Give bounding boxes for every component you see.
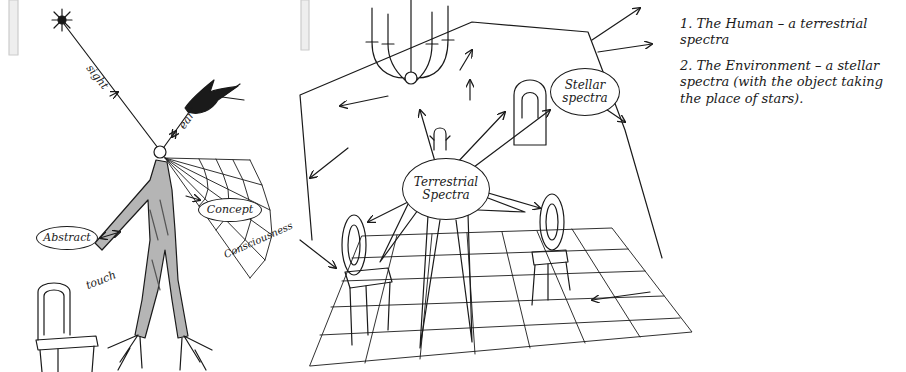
spectra-oval: Abstract: [36, 226, 98, 250]
touch-arrow: [100, 196, 200, 238]
human-figure: [420, 215, 440, 348]
floor-grid: [365, 229, 640, 363]
human-figure: [160, 200, 168, 235]
chandelier: [410, 0, 411, 72]
human-figure: [430, 136, 450, 140]
bird-symbol: [185, 80, 244, 113]
chair-symbol: [345, 268, 392, 288]
touch-arrow: [186, 196, 200, 200]
sight-line: [110, 92, 118, 96]
oval-label: Abstract: [37, 232, 96, 244]
chair-symbol: [532, 250, 568, 265]
human-figure: [150, 210, 158, 240]
web-grid: [199, 159, 208, 206]
spectra-arrow: [300, 8, 652, 300]
web-grid: [250, 160, 272, 278]
sight-line: [64, 24, 158, 148]
bird-symbol: [222, 97, 244, 100]
chair-symbol: [348, 225, 360, 265]
web-grid: [165, 158, 262, 185]
spectra-arrow: [420, 110, 436, 165]
chandelier: [372, 40, 448, 80]
web-grid: [165, 158, 272, 235]
floor-grid: [310, 228, 692, 366]
human-figure: [434, 128, 446, 150]
spectra-arrow: [455, 112, 505, 165]
chandelier: [366, 6, 454, 44]
star-symbol: [52, 9, 72, 31]
human-figure: [380, 128, 525, 348]
spectra-arrow: [300, 240, 336, 268]
chair-symbol: [40, 346, 94, 372]
chair-symbol: [38, 283, 70, 340]
chair-symbol: [532, 194, 570, 305]
tree-roots: [180, 336, 212, 370]
oval-label: Terrestrial Spectra: [403, 176, 489, 202]
web-grid: [165, 158, 272, 278]
chair-symbol: [342, 215, 366, 275]
spectra-arrow: [310, 148, 348, 178]
web-grid: [165, 158, 250, 160]
sketch-label: touch: [84, 268, 118, 293]
wall-bar: [9, 0, 18, 55]
sight-line: [64, 24, 158, 148]
spectra-arrow: [340, 96, 388, 106]
window-symbol: [514, 80, 546, 145]
chair-symbol: [44, 290, 64, 335]
chair-symbol: [532, 262, 570, 305]
spectra-arrow: [470, 110, 550, 170]
spectra-oval: Terrestrial Spectra: [402, 158, 490, 220]
note-text: 2. The Environment – a stellar spectra (…: [680, 58, 895, 107]
room-walls: [300, 22, 662, 258]
spectra-arrow: [598, 44, 652, 52]
sketch-label: Consciousness: [222, 220, 295, 262]
note-text: 1. The Human – a terrestrial spectra: [680, 16, 895, 49]
spectra-arrow: [460, 50, 472, 70]
star-symbol: [54, 12, 70, 28]
spectra-arrow: [469, 80, 470, 100]
floor-grid: [310, 228, 692, 366]
room-walls: [300, 22, 662, 258]
wall-bar: [301, 0, 309, 50]
floor-grid: [320, 249, 680, 335]
chair-symbol: [36, 283, 98, 372]
bird-symbol: [185, 80, 238, 113]
chair-symbol: [36, 336, 98, 350]
spectra-oval: Stellar spectra: [550, 68, 620, 116]
chandelier: [366, 0, 454, 84]
spectra-arrow: [592, 292, 650, 300]
human-figure: [95, 160, 188, 338]
chair-symbol: [540, 194, 564, 250]
human-figure: [456, 214, 472, 342]
chandelier: [405, 72, 417, 84]
oval-label: Stellar spectra: [551, 79, 619, 105]
window-symbol: [514, 80, 546, 145]
sketch-label: sight: [83, 62, 111, 92]
wall-bar: [9, 0, 309, 55]
tree-roots: [108, 335, 142, 370]
human-figure: [152, 260, 160, 290]
chair-symbol: [350, 282, 390, 345]
touch-arrow: [100, 232, 120, 238]
window-symbol: [522, 93, 538, 119]
chair-symbol: [342, 215, 392, 345]
human-figure: [154, 146, 166, 158]
star-symbol: [54, 12, 70, 28]
chair-symbol: [546, 204, 558, 240]
tree-roots: [108, 335, 212, 370]
bird-symbol: [222, 84, 240, 97]
spectra-arrow: [592, 8, 640, 40]
oval-label: Concept: [201, 204, 259, 216]
spectra-oval: Concept: [198, 198, 262, 222]
ear-line: [172, 131, 176, 137]
human-figure: [95, 146, 188, 338]
